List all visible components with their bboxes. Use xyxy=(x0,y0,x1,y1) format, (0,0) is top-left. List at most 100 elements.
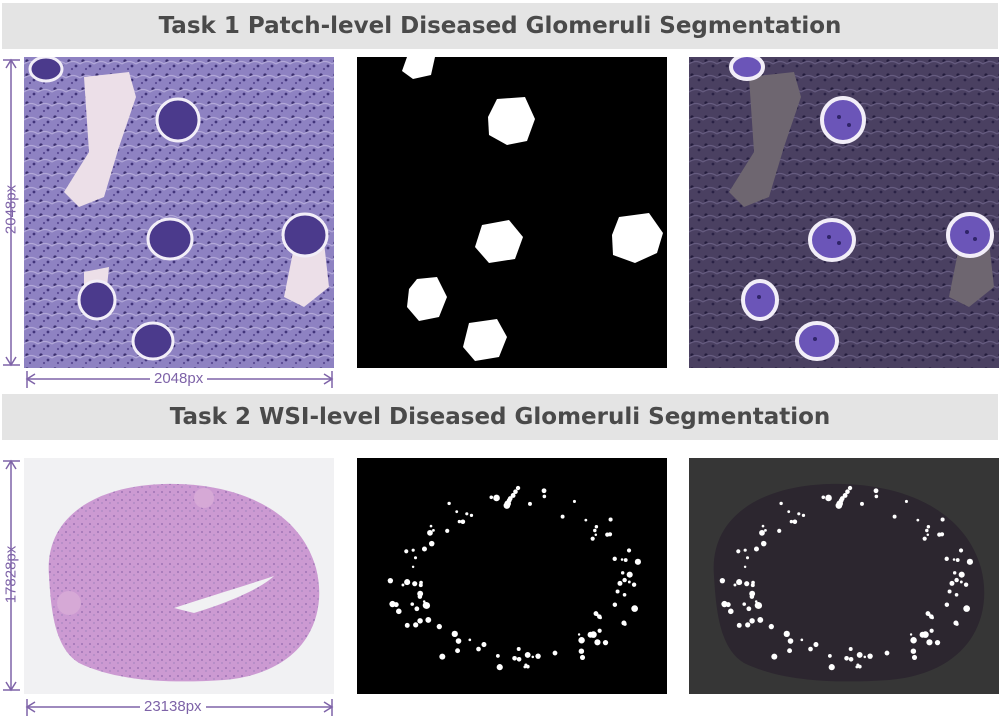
glomerulus-blob xyxy=(954,592,959,597)
glomerulus-blob xyxy=(577,633,581,636)
glomerulus-blob xyxy=(598,616,602,620)
glomerulus-blob xyxy=(626,548,632,553)
glomerulus-blob xyxy=(411,548,415,552)
glomerulus-blob xyxy=(510,493,516,498)
glomerulus-blob xyxy=(860,501,864,506)
glomerulus-blob xyxy=(963,582,969,587)
glomerulus-blob xyxy=(926,639,933,646)
glomerulus-blob xyxy=(944,602,950,607)
glomerulus-blob xyxy=(813,642,819,648)
glomerulus-blob xyxy=(512,655,517,661)
glomerulus-blob xyxy=(934,639,941,646)
glomerulus-blob xyxy=(792,519,798,525)
glomerulus-blob xyxy=(413,556,418,560)
glomerulus-blob xyxy=(954,577,959,583)
glomerulus-blob xyxy=(622,577,627,583)
glomerulus-blob xyxy=(593,528,597,533)
glomerulus-blob xyxy=(465,512,469,516)
wsi-overlay-image xyxy=(689,458,999,694)
glomerulus-blob xyxy=(612,602,618,607)
glomerulus-blob xyxy=(842,493,848,498)
glomerulus-blob xyxy=(947,589,952,594)
glomerulus-blob xyxy=(525,664,530,669)
glomerulus-blob xyxy=(797,512,801,516)
glomerulus-blob xyxy=(455,648,461,654)
glomerulus-blob xyxy=(761,524,765,528)
glomerulus-blob xyxy=(808,646,813,652)
glomerulus-blob xyxy=(578,637,585,644)
glomerulus-blob xyxy=(396,608,402,615)
glomerulus-blob xyxy=(445,528,450,533)
glomerulus-blob xyxy=(427,529,433,536)
glomerulus-blob xyxy=(439,653,446,660)
glomerulus-blob xyxy=(622,592,627,597)
glomerulus-blob xyxy=(789,519,794,524)
glomerulus-blob xyxy=(552,650,558,656)
glomerulus-blob xyxy=(929,628,934,633)
glomerulus-blob xyxy=(421,546,427,552)
patch-overlay-image xyxy=(689,57,999,368)
glomerulus-blob xyxy=(759,529,765,536)
glomerulus-blob xyxy=(939,532,945,537)
glomerulus-blob xyxy=(961,573,965,577)
glomerulus-blob xyxy=(736,549,741,554)
glomerulus-blob xyxy=(857,664,862,669)
glomerulus-blob xyxy=(428,540,435,547)
glomerulus-blob xyxy=(411,565,415,569)
glomerulus-blob xyxy=(926,525,931,529)
glomerulus-blob xyxy=(410,602,415,606)
glomerulus-blob xyxy=(623,558,628,562)
glomerulus-blob xyxy=(847,485,853,491)
glomerulus-blob xyxy=(825,494,832,502)
glomerulus-blob xyxy=(507,496,513,501)
glomerulus-blob xyxy=(940,517,945,522)
glomerulus-blob xyxy=(387,577,394,584)
glomerulus-blob xyxy=(460,519,466,525)
glomerulus-blob xyxy=(417,594,423,599)
glomerulus-blob xyxy=(535,653,541,659)
glomerulus-blob xyxy=(436,623,442,630)
glomerulus-blob xyxy=(455,510,459,514)
wsi-histology-image xyxy=(24,458,334,694)
glomerulus-blob xyxy=(623,622,627,626)
glomerulus-blob xyxy=(432,528,435,532)
glomerulus-blob xyxy=(884,650,890,656)
glomerulus-blob xyxy=(404,549,409,554)
glomerulus-blob xyxy=(749,618,755,624)
glomerulus-blob xyxy=(930,616,934,620)
glomerulus-blob xyxy=(911,654,918,660)
glomerulus-blob xyxy=(524,651,531,658)
glomerulus-blob xyxy=(867,653,873,659)
glomerulus-blob xyxy=(584,518,588,522)
glomerulus-blob xyxy=(476,646,481,652)
glomerulus-blob xyxy=(560,514,565,519)
glomerulus-blob xyxy=(404,579,411,586)
glomerulus-blob xyxy=(910,637,917,644)
patch-histology-image xyxy=(24,57,334,368)
glomerulus-blob xyxy=(531,655,535,659)
glomerulus-blob xyxy=(963,605,970,612)
glomerulus-blob xyxy=(753,546,759,552)
glomerulus-blob xyxy=(848,646,853,651)
glomerulus-blob xyxy=(955,622,959,626)
glomerulus-blob xyxy=(728,608,734,615)
glomerulus-blob xyxy=(745,556,750,560)
glomerulus-blob xyxy=(760,540,767,547)
glomerulus-blob xyxy=(516,646,521,651)
glomerulus-blob xyxy=(542,494,547,499)
glomerulus-blob xyxy=(904,499,908,503)
glomerulus-blob xyxy=(719,577,726,584)
glomerulus-blob xyxy=(721,600,728,608)
glomerulus-blob xyxy=(607,532,613,537)
glomerulus-blob xyxy=(779,501,783,506)
glomerulus-blob xyxy=(750,583,755,588)
glomerulus-blob xyxy=(468,638,472,642)
glomerulus-blob xyxy=(457,519,462,524)
glomerulus-blob xyxy=(749,594,755,599)
glomerulus-blob xyxy=(892,514,897,519)
glomerulus-blob xyxy=(489,495,494,500)
glomerulus-blob xyxy=(856,651,863,658)
glomerulus-blob xyxy=(429,524,433,528)
glomerulus-blob xyxy=(579,654,586,660)
glomerulus-blob xyxy=(783,630,790,638)
